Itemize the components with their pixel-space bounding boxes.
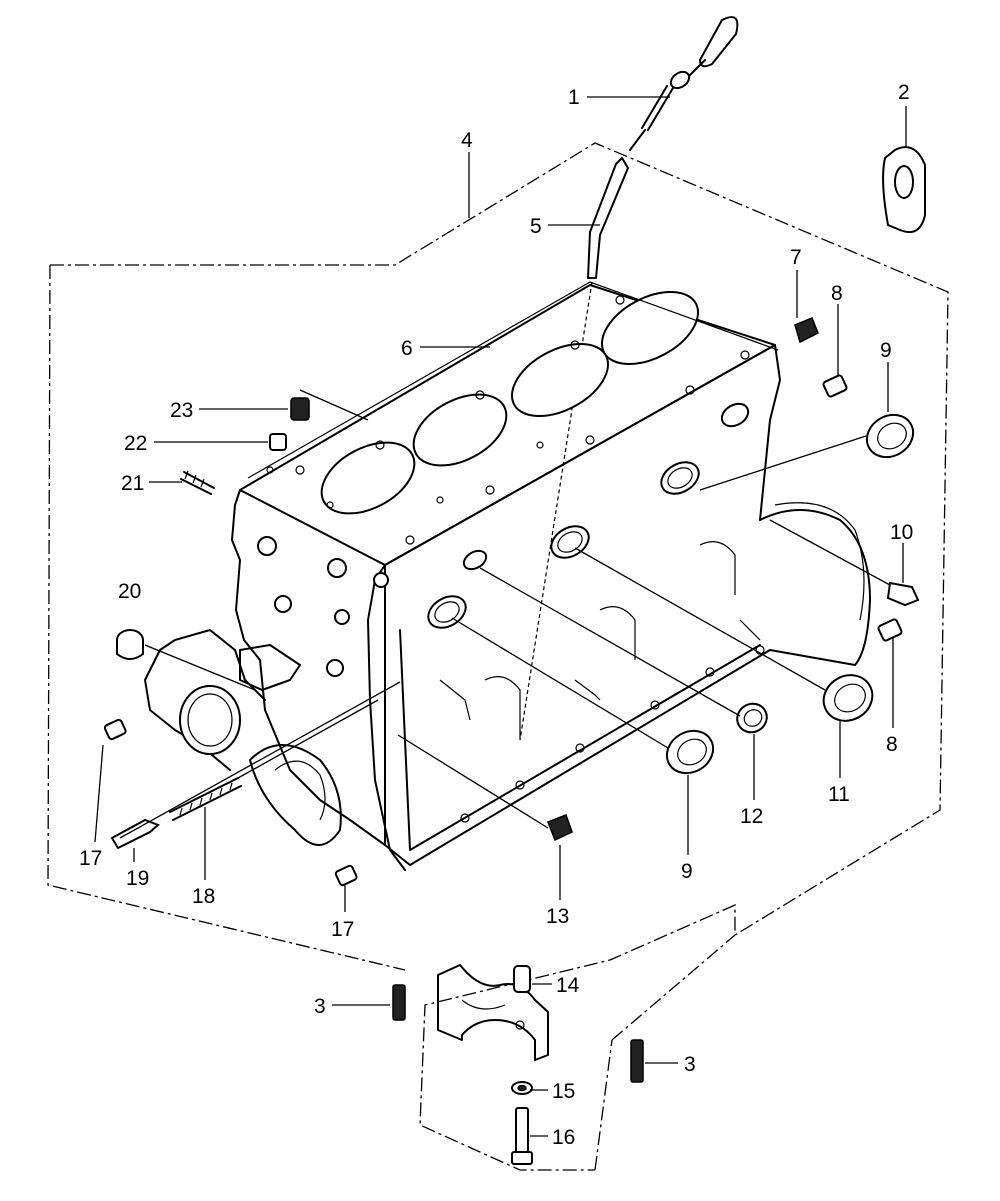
head-gasket-part-6 [247, 281, 779, 479]
callout-22: 22 [124, 432, 147, 455]
callout-9-upper: 9 [880, 339, 892, 362]
dowel-part-14 [513, 965, 531, 993]
callout-4: 4 [461, 129, 473, 152]
callout-7: 7 [790, 246, 802, 269]
callout-2: 2 [898, 81, 910, 104]
dipstick-tube-part-5 [519, 157, 629, 741]
callout-9-lower: 9 [681, 860, 693, 883]
callout-3-right: 3 [684, 1053, 696, 1076]
seal-part-12 [736, 702, 768, 734]
bearing-cap [437, 964, 549, 1061]
dowel-part-8-upper [822, 374, 848, 398]
pin-part-19 [110, 818, 160, 850]
dowel-part-17-left [103, 718, 127, 741]
dowel-part-17-bottom [334, 864, 358, 887]
dipstick-part-1 [629, 16, 739, 151]
callout-10: 10 [890, 521, 913, 544]
engine-block [144, 284, 871, 871]
callout-15: 15 [552, 1080, 575, 1103]
seal-part-9-upper [865, 413, 915, 459]
callout-labels: 1 2 3 3 4 5 6 7 8 9 10 8 11 12 9 13 14 1… [79, 81, 913, 1149]
stud-part-21 [180, 470, 215, 495]
stud-part-18 [169, 777, 242, 821]
seal-part-11 [822, 674, 874, 722]
callout-17-left: 17 [79, 847, 102, 870]
plug-part-23 [290, 397, 310, 421]
cover-plate-part-2 [882, 146, 926, 234]
washer-part-15 [511, 1081, 533, 1095]
plug-part-22 [269, 433, 287, 451]
dowel-part-8-lower [877, 618, 903, 642]
callout-18: 18 [192, 885, 215, 908]
callout-21: 21 [121, 472, 144, 495]
bottom-rail-bolts [460, 645, 765, 823]
assembly-boundary [47, 142, 949, 1171]
callout-8-upper: 8 [831, 282, 843, 305]
callout-3-left: 3 [314, 995, 326, 1018]
callout-12: 12 [740, 805, 763, 828]
callout-13: 13 [546, 905, 569, 928]
key-part-3-left [392, 984, 406, 1021]
cup-plug-part-20 [116, 629, 144, 660]
callout-6: 6 [401, 337, 413, 360]
bolt-part-10 [886, 581, 920, 607]
callout-11: 11 [828, 783, 850, 806]
seal-part-9-lower [665, 729, 715, 775]
callout-8-lower: 8 [886, 733, 898, 756]
callout-16: 16 [552, 1126, 575, 1149]
callout-17-bottom: 17 [331, 918, 354, 941]
callout-1: 1 [568, 86, 580, 109]
bolt-part-16 [511, 1107, 533, 1165]
callout-19: 19 [126, 867, 149, 890]
callout-23: 23 [170, 399, 193, 422]
callout-20: 20 [118, 580, 141, 603]
key-part-3-right [630, 1039, 644, 1083]
callout-14: 14 [556, 974, 580, 997]
leader-lines [94, 96, 907, 1137]
callout-5: 5 [530, 215, 542, 238]
plug-part-7 [794, 317, 819, 344]
plug-part-13 [547, 814, 573, 842]
